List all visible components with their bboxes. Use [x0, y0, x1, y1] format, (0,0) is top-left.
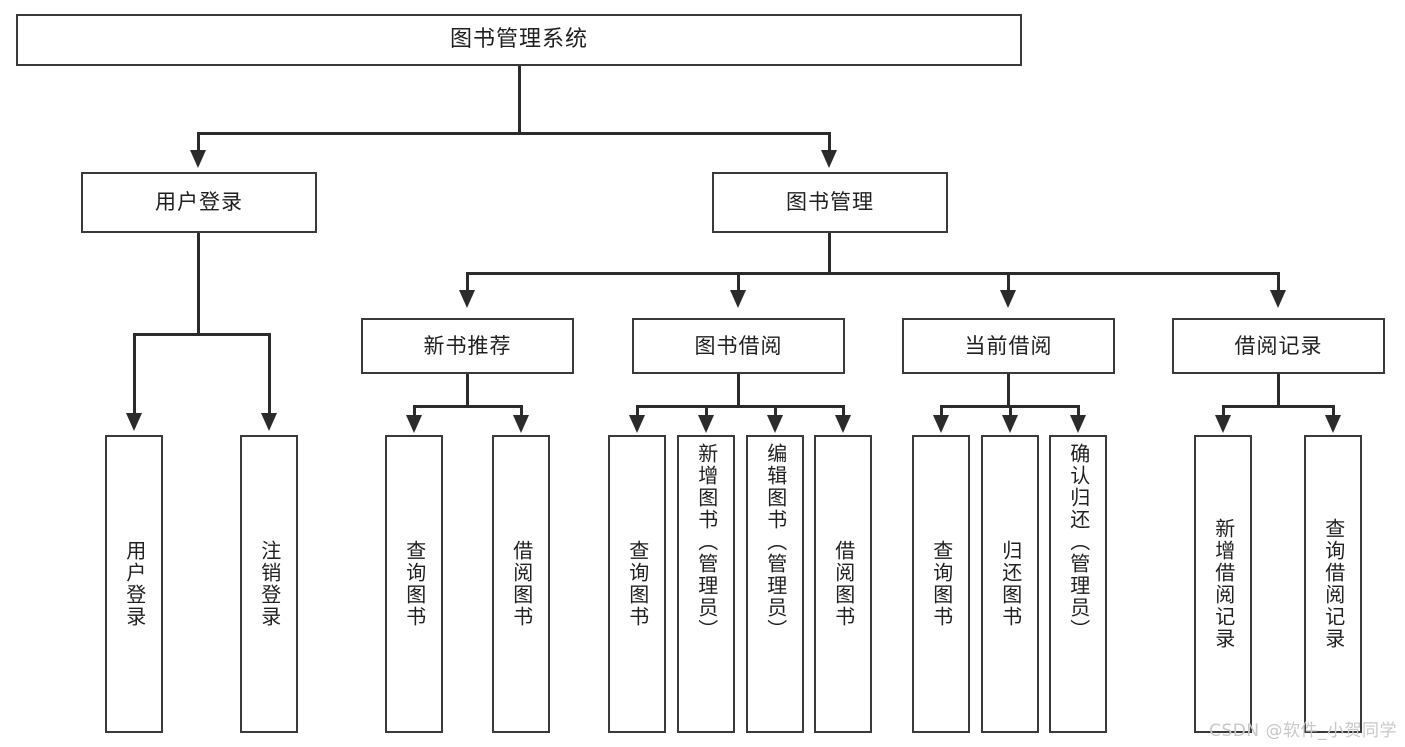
connector-login-stem [197, 233, 200, 335]
connector-records-drop-1 [1222, 405, 1225, 417]
leaf-label: 新增图书（管理员） [694, 443, 719, 641]
connector-recommend-bus [413, 405, 523, 408]
arrowhead-login-leaf-1 [126, 413, 142, 431]
leaf-label: 查询图书 [929, 540, 954, 628]
connector-borrow-drop-3 [774, 405, 777, 417]
arrowhead-root-to-login [190, 150, 206, 168]
connector-borrow-drop-4 [842, 405, 845, 417]
arrowhead-borrow-leaf-2 [698, 415, 714, 433]
connector-bookmgmt-drop-4 [1277, 272, 1280, 292]
leaf-label: 借阅图书 [831, 540, 856, 628]
leaf-add-borrow-record[interactable]: 新增借阅记录 [1194, 435, 1252, 733]
connector-current-drop-2 [1009, 405, 1012, 417]
connector-recommend-drop-1 [413, 405, 416, 417]
connector-login-bus [133, 333, 271, 336]
csdn-watermark: CSDN @软件_小贺同学 [1209, 721, 1397, 741]
node-label: 借阅记录 [1234, 333, 1323, 358]
leaf-label: 查询借阅记录 [1321, 518, 1346, 650]
arrowhead-root-to-bookmgmt [821, 150, 837, 168]
node-current-borrow[interactable]: 当前借阅 [902, 318, 1115, 374]
node-label: 图书借阅 [694, 333, 783, 358]
arrowhead-current-leaf-2 [1002, 415, 1018, 433]
leaf-logout[interactable]: 注销登录 [240, 435, 298, 733]
arrowhead-login-leaf-2 [261, 413, 277, 431]
leaf-query-book-current[interactable]: 查询图书 [912, 435, 970, 733]
connector-bookmgmt-drop-2 [737, 272, 740, 292]
connector-bookmgmt-stem [828, 233, 831, 274]
node-label: 当前借阅 [964, 333, 1053, 358]
connector-recommend-stem [466, 374, 469, 407]
connector-root-to-bookmgmt [828, 132, 831, 152]
leaf-label: 归还图书 [998, 540, 1023, 628]
leaf-label: 用户登录 [122, 540, 147, 628]
connector-borrow-bus [636, 405, 845, 408]
connector-current-stem [1007, 374, 1010, 407]
leaf-label: 借阅图书 [509, 540, 534, 628]
node-label: 图书管理 [786, 190, 874, 214]
arrowhead-level3-4 [1270, 290, 1286, 308]
arrowhead-level3-3 [1000, 290, 1016, 308]
connector-current-drop-3 [1077, 405, 1080, 417]
node-book-management[interactable]: 图书管理 [712, 172, 948, 233]
leaf-borrow-book-recommend[interactable]: 借阅图书 [492, 435, 550, 733]
connector-recommend-drop-2 [520, 405, 523, 417]
connector-login-drop-1 [133, 333, 136, 415]
connector-records-stem [1277, 374, 1280, 407]
connector-records-drop-2 [1332, 405, 1335, 417]
connector-bookmgmt-bus [466, 272, 1279, 275]
arrowhead-recommend-leaf-2 [513, 415, 529, 433]
node-borrow-records[interactable]: 借阅记录 [1172, 318, 1385, 374]
leaf-label: 注销登录 [257, 540, 282, 628]
connector-root-to-login [197, 132, 200, 152]
leaf-label: 查询图书 [402, 540, 427, 628]
connector-root-stem [518, 66, 521, 134]
leaf-borrow-book[interactable]: 借阅图书 [814, 435, 872, 733]
arrowhead-records-leaf-1 [1215, 415, 1231, 433]
leaf-user-login[interactable]: 用户登录 [105, 435, 163, 733]
connector-current-drop-1 [940, 405, 943, 417]
leaf-label: 查询图书 [625, 540, 650, 628]
leaf-add-book-admin[interactable]: 新增图书（管理员） [677, 435, 735, 733]
leaf-label: 新增借阅记录 [1211, 518, 1236, 650]
leaf-label: 编辑图书（管理员） [763, 443, 788, 641]
node-label: 用户登录 [155, 190, 243, 214]
leaf-edit-book-admin[interactable]: 编辑图书（管理员） [746, 435, 804, 733]
connector-root-bus [197, 132, 831, 135]
node-root-system[interactable]: 图书管理系统 [16, 14, 1022, 66]
connector-bookmgmt-drop-1 [466, 272, 469, 292]
leaf-query-book-borrow[interactable]: 查询图书 [608, 435, 666, 733]
arrowhead-current-leaf-3 [1070, 415, 1086, 433]
connector-records-bus [1222, 405, 1335, 408]
leaf-query-borrow-record[interactable]: 查询借阅记录 [1304, 435, 1362, 733]
leaf-query-book-recommend[interactable]: 查询图书 [385, 435, 443, 733]
node-book-borrow[interactable]: 图书借阅 [632, 318, 845, 374]
arrowhead-recommend-leaf-1 [406, 415, 422, 433]
node-label: 新书推荐 [423, 333, 512, 358]
connector-borrow-stem [737, 374, 740, 407]
arrowhead-records-leaf-2 [1325, 415, 1341, 433]
connector-login-drop-2 [268, 333, 271, 415]
node-new-book-recommend[interactable]: 新书推荐 [361, 318, 574, 374]
leaf-label: 确认归还（管理员） [1066, 443, 1091, 641]
node-user-login[interactable]: 用户登录 [81, 172, 317, 233]
arrowhead-borrow-leaf-3 [767, 415, 783, 433]
connector-borrow-drop-2 [705, 405, 708, 417]
leaf-confirm-return-admin[interactable]: 确认归还（管理员） [1049, 435, 1107, 733]
arrowhead-level3-1 [459, 290, 475, 308]
arrowhead-borrow-leaf-1 [629, 415, 645, 433]
node-label: 图书管理系统 [449, 27, 588, 52]
connector-bookmgmt-drop-3 [1007, 272, 1010, 292]
leaf-return-book[interactable]: 归还图书 [981, 435, 1039, 733]
arrowhead-borrow-leaf-4 [835, 415, 851, 433]
arrowhead-level3-2 [730, 290, 746, 308]
arrowhead-current-leaf-1 [933, 415, 949, 433]
connector-borrow-drop-1 [636, 405, 639, 417]
